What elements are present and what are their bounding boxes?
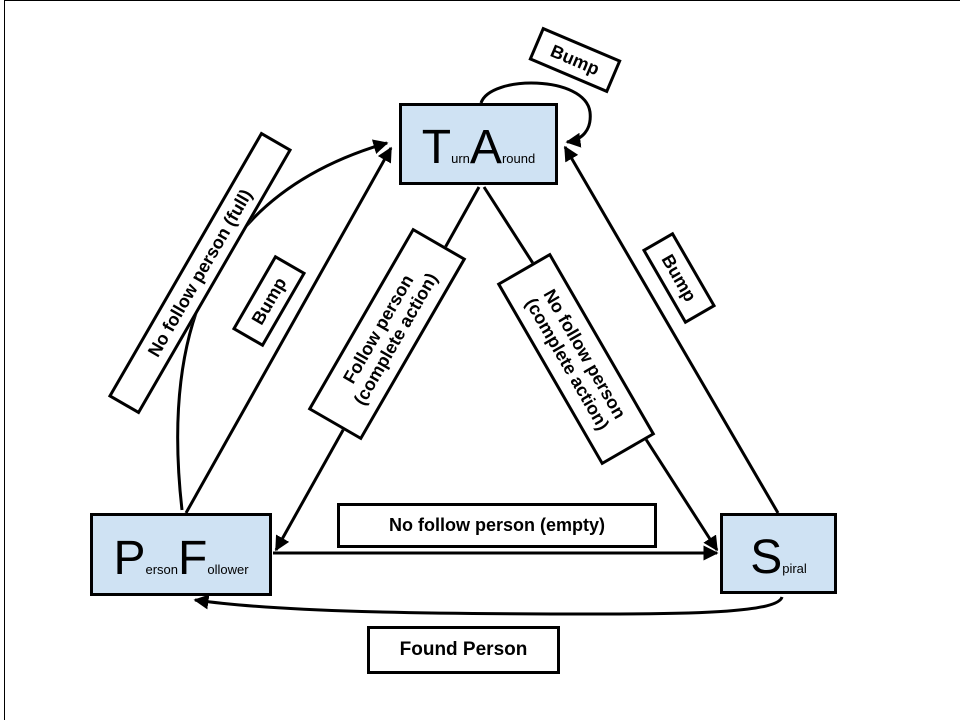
state-spiral-suffix-piral: piral [782, 561, 807, 576]
state-turnaround-letter-a: A [469, 121, 502, 174]
label-no-follow-empty: No follow person (empty) [337, 503, 657, 548]
arrow-found-person [193, 594, 784, 616]
state-turnaround-letter-t: T [421, 121, 452, 174]
label-no-follow-empty-text: No follow person (empty) [389, 515, 605, 536]
diagram-frame [4, 0, 960, 720]
arrow-bump-pf-to-turnaround [184, 146, 393, 514]
state-turnaround-suffix-round: round [501, 151, 536, 166]
label-found-person: Found Person [367, 626, 560, 674]
arrow-bump-spiral-to-turnaround [563, 145, 780, 514]
label-found-person-text: Found Person [399, 639, 528, 661]
arrow-bump-self-loop [479, 81, 592, 148]
state-personfollower-letter-f: F [178, 532, 208, 585]
state-personfollower-suffix-erson: erson [145, 562, 179, 577]
state-personfollower-suffix-ollower: ollower [207, 562, 249, 577]
state-spiral-letter-s: S [750, 531, 783, 584]
state-personfollower-letter-p: P [113, 532, 146, 585]
state-turnaround-suffix-urn: urn [451, 151, 470, 166]
